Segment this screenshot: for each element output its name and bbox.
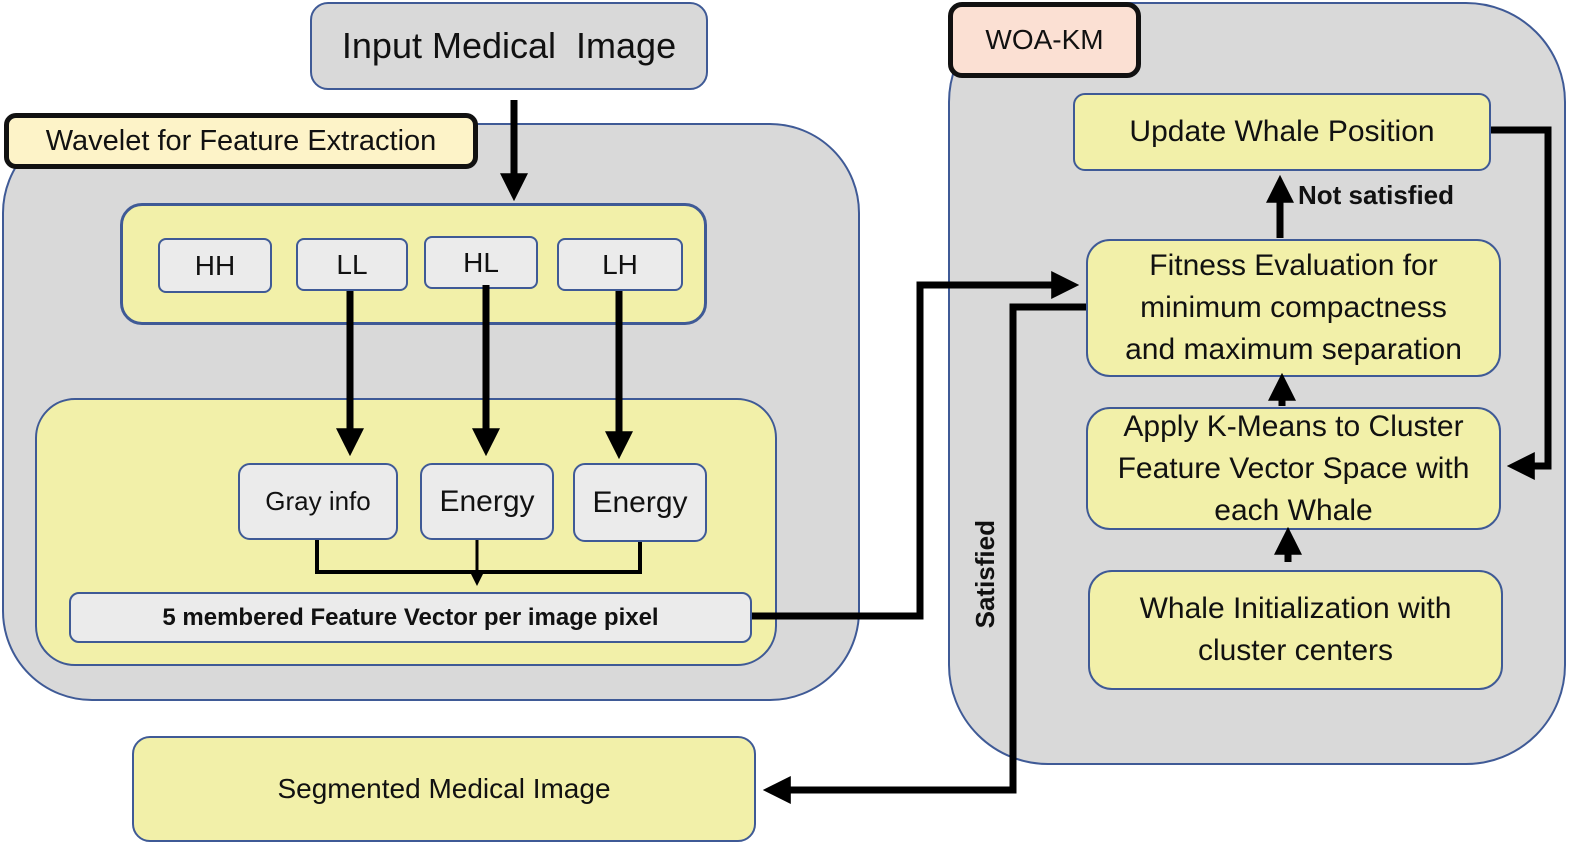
subband-hl-label: HL: [463, 246, 499, 278]
subband-hh-label: HH: [194, 249, 236, 281]
subband-ll-label: LL: [336, 248, 368, 280]
not-satisfied-label: Not satisfied: [1298, 180, 1455, 210]
feature-gray-info-label: Gray info: [265, 486, 371, 516]
satisfied-label: Satisfied: [970, 520, 1000, 629]
wavelet-title-tag: Wavelet for Feature Extraction: [4, 113, 478, 169]
update-whale-position-box: Update Whale Position: [1073, 93, 1491, 171]
feature-vector-label: 5 membered Feature Vector per image pixe…: [162, 603, 659, 631]
input-medical-image-label: Input Medical Image: [341, 25, 677, 66]
feature-energy-1: Energy: [420, 463, 554, 540]
kmeans-line-2: Feature Vector Space with: [1117, 451, 1470, 485]
feature-vector-box: 5 membered Feature Vector per image pixe…: [69, 592, 752, 643]
subband-hh: HH: [158, 238, 272, 293]
fitness-line-1: Fitness Evaluation for: [1149, 249, 1438, 282]
fitness-line-2: minimum compactness: [1140, 291, 1447, 324]
input-medical-image-box: Input Medical Image: [310, 2, 708, 90]
kmeans-box: Apply K-Means to Cluster Feature Vector …: [1086, 407, 1501, 530]
subband-lh-label: LH: [602, 248, 638, 280]
segmented-medical-image-label: Segmented Medical Image: [277, 773, 611, 804]
woa-km-title-tag: WOA-KM: [948, 2, 1141, 78]
wavelet-title: Wavelet for Feature Extraction: [45, 124, 437, 157]
subband-lh: LH: [557, 238, 683, 291]
init-line-2: cluster centers: [1197, 634, 1394, 667]
update-whale-position-label: Update Whale Position: [1129, 115, 1435, 148]
feature-gray-info: Gray info: [238, 463, 398, 540]
subband-ll: LL: [296, 238, 408, 291]
fitness-line-3: and maximum separation: [1125, 333, 1462, 366]
woa-km-title: WOA-KM: [985, 24, 1104, 55]
feature-energy-2: Energy: [573, 463, 707, 542]
subband-hl: HL: [424, 236, 538, 289]
feature-energy-1-label: Energy: [439, 484, 535, 518]
init-line-1: Whale Initialization with: [1139, 592, 1452, 625]
whale-initialization-box: Whale Initialization with cluster center…: [1088, 570, 1503, 690]
feature-energy-2-label: Energy: [592, 485, 688, 519]
kmeans-line-1: Apply K-Means to Cluster: [1123, 409, 1464, 443]
kmeans-line-3: each Whale: [1214, 493, 1373, 527]
segmented-medical-image-box: Segmented Medical Image: [132, 736, 756, 842]
fitness-evaluation-box: Fitness Evaluation for minimum compactne…: [1086, 239, 1501, 377]
